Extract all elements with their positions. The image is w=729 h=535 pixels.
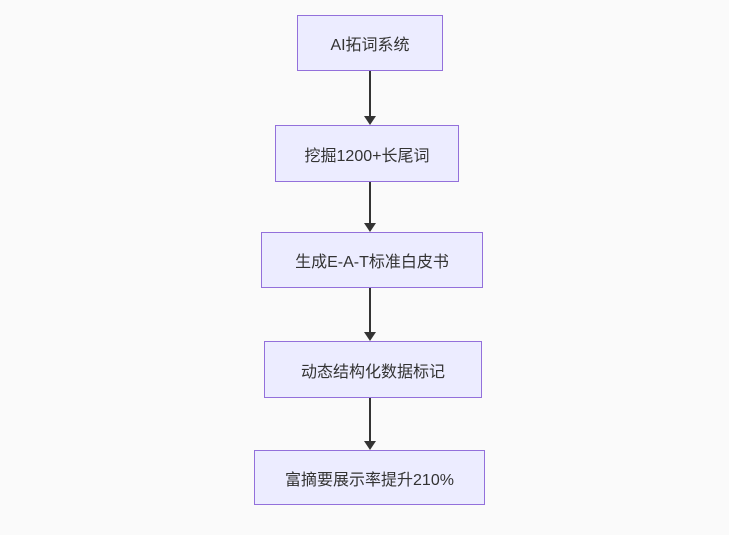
node-label: AI拓词系统 bbox=[330, 37, 410, 54]
edge-arrow-3 bbox=[364, 288, 376, 341]
node-label: 富摘要展示率提升210% bbox=[285, 471, 454, 489]
arrowhead-down-icon bbox=[364, 332, 376, 341]
edge-line bbox=[369, 182, 371, 225]
node-label: 生成E-A-T标准白皮书 bbox=[295, 254, 449, 271]
edge-line bbox=[369, 71, 371, 118]
node-label: 挖掘1200+长尾词 bbox=[304, 147, 430, 165]
node-structured-data-markup: 动态结构化数据标记 bbox=[264, 341, 482, 398]
node-longtail-mining: 挖掘1200+长尾词 bbox=[275, 125, 459, 182]
edge-arrow-1 bbox=[364, 71, 376, 125]
edge-line bbox=[369, 288, 371, 334]
edge-arrow-4 bbox=[364, 398, 376, 450]
node-eat-whitepaper: 生成E-A-T标准白皮书 bbox=[261, 232, 483, 288]
edge-line bbox=[369, 398, 371, 443]
node-ai-keyword-system: AI拓词系统 bbox=[297, 15, 443, 71]
arrowhead-down-icon bbox=[364, 223, 376, 232]
arrowhead-down-icon bbox=[364, 116, 376, 125]
node-label: 动态结构化数据标记 bbox=[300, 363, 445, 381]
edge-arrow-2 bbox=[364, 182, 376, 232]
node-rich-snippet-result: 富摘要展示率提升210% bbox=[254, 450, 485, 505]
arrowhead-down-icon bbox=[364, 441, 376, 450]
